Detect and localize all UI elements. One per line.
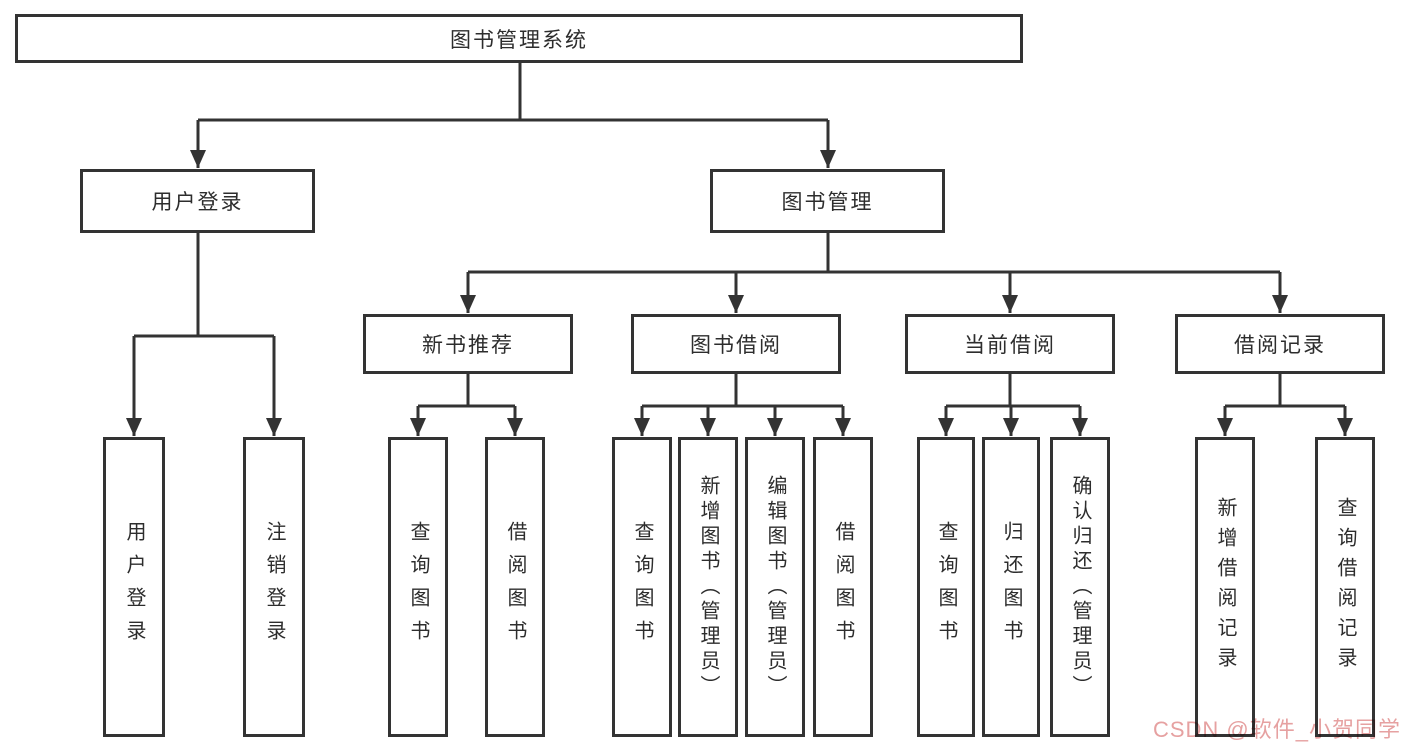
node-leaf-add-borrow-record: 新增借阅记录 — [1195, 437, 1255, 737]
node-label: 图书借阅 — [690, 334, 782, 357]
node-label: 新增图书（管理员） — [697, 474, 719, 700]
node-label: 查询借阅记录 — [1334, 497, 1356, 677]
node-leaf-confirm-return-admin: 确认归还（管理员） — [1050, 437, 1110, 737]
node-leaf-borrow-books-2: 借阅图书 — [813, 437, 873, 737]
node-label: 当前借阅 — [964, 334, 1056, 357]
node-user-login: 用户登录 — [80, 169, 315, 233]
node-label: 编辑图书（管理员） — [764, 474, 786, 700]
node-label: 借阅图书 — [832, 521, 854, 653]
node-leaf-query-books-1: 查询图书 — [388, 437, 448, 737]
node-label: 查询图书 — [407, 521, 429, 653]
node-leaf-edit-books-admin: 编辑图书（管理员） — [745, 437, 805, 737]
node-borrow-record: 借阅记录 — [1175, 314, 1385, 374]
node-leaf-logout: 注销登录 — [243, 437, 305, 737]
node-leaf-query-borrow-record: 查询借阅记录 — [1315, 437, 1375, 737]
node-book-borrow: 图书借阅 — [631, 314, 841, 374]
node-leaf-query-books-2: 查询图书 — [612, 437, 672, 737]
node-label: 新书推荐 — [422, 334, 514, 357]
node-book-management: 图书管理 — [710, 169, 945, 233]
node-label: 借阅记录 — [1234, 334, 1326, 357]
node-label: 查询图书 — [631, 521, 653, 653]
node-new-book-recommend: 新书推荐 — [363, 314, 573, 374]
node-label: 借阅图书 — [504, 521, 526, 653]
node-label: 用户登录 — [123, 521, 145, 653]
node-leaf-borrow-books-1: 借阅图书 — [485, 437, 545, 737]
node-label: 用户登录 — [151, 191, 244, 214]
node-leaf-add-books-admin: 新增图书（管理员） — [678, 437, 738, 737]
node-label: 注销登录 — [263, 521, 285, 653]
node-leaf-query-books-3: 查询图书 — [917, 437, 975, 737]
node-label: 归还图书 — [1000, 521, 1022, 653]
node-label: 新增借阅记录 — [1214, 497, 1236, 677]
node-leaf-user-login: 用户登录 — [103, 437, 165, 737]
node-label: 图书管理系统 — [450, 28, 588, 52]
node-library-management-system: 图书管理系统 — [15, 14, 1023, 63]
connector-rails — [134, 63, 1345, 408]
node-label: 查询图书 — [935, 521, 957, 653]
node-leaf-return-books: 归还图书 — [982, 437, 1040, 737]
node-label: 确认归还（管理员） — [1069, 474, 1091, 700]
node-label: 图书管理 — [781, 191, 874, 214]
connector-arrows — [126, 120, 1353, 436]
node-current-borrow: 当前借阅 — [905, 314, 1115, 374]
